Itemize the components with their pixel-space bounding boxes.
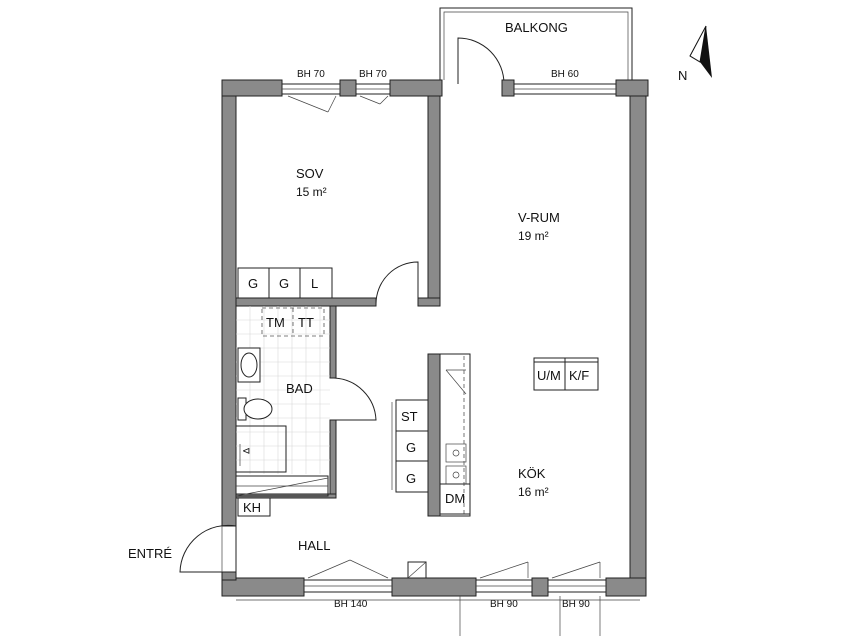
kitchen-label: KÖK — [518, 466, 546, 481]
window-label-bh70-2: BH 70 — [359, 69, 387, 80]
kitchen-area: 16 m² — [518, 485, 549, 499]
wardrobe-1-label: G — [248, 276, 258, 291]
dishwasher — [439, 483, 471, 515]
svg-text:⊲: ⊲ — [242, 446, 250, 457]
wardrobe-row — [237, 267, 333, 299]
kitchen: ST G G DM U/M K/F KÖK 16 m² — [391, 353, 599, 517]
window-bh140: BH 140 — [303, 559, 393, 610]
shower: ⊲ — [236, 425, 287, 473]
balcony-label: BALKONG — [505, 20, 568, 35]
window-label-bh90-1: BH 90 — [490, 599, 518, 610]
hall-label: HALL — [298, 538, 331, 553]
window-label-bh90-2: BH 90 — [562, 599, 590, 610]
window-bh90-left: BH 90 — [475, 561, 533, 610]
bedroom-label: SOV — [296, 166, 324, 181]
kitchen-counter — [439, 353, 471, 517]
fridge-freezer-2-label: K/F — [569, 368, 589, 383]
bedroom-area: 15 m² — [296, 185, 327, 199]
bedroom-door — [375, 261, 419, 305]
entrance-label: ENTRÉ — [128, 546, 172, 561]
living-room-label: V-RUM — [518, 210, 560, 225]
north-arrow: N — [678, 25, 712, 83]
window-label-bh70-1: BH 70 — [297, 69, 325, 80]
window-bh70-right: BH 70 — [355, 69, 391, 105]
window-bh90-right: BH 90 — [547, 561, 607, 610]
hall: HALL ENTRÉ — [128, 524, 331, 573]
bathroom-label: BAD — [286, 381, 313, 396]
north-label: N — [678, 68, 687, 83]
balcony-door — [457, 37, 505, 85]
toilet — [237, 397, 273, 421]
window-label-bh60: BH 60 — [551, 69, 579, 80]
stove-label: ST — [401, 409, 418, 424]
kitchen-cabinet-2-label: G — [406, 471, 416, 486]
wardrobe-2-label: G — [279, 276, 289, 291]
window-bh70-left: BH 70 — [281, 69, 341, 113]
fridge-freezer — [533, 357, 599, 391]
interior-walls — [235, 95, 441, 579]
bathroom: TM TT ⊲ BAD — [235, 306, 377, 497]
dryer-label: TT — [298, 315, 314, 330]
island-cabinets — [395, 399, 429, 493]
fridge-freezer-1-label: U/M — [537, 368, 561, 383]
entrance-door — [179, 524, 237, 573]
hat-rack-label: KH — [243, 500, 261, 515]
exterior-hatching — [236, 596, 640, 636]
window-bh60: BH 60 — [513, 69, 617, 95]
dishwasher-label: DM — [445, 491, 465, 506]
kitchen-cabinet-1-label: G — [406, 440, 416, 455]
bathroom-door — [333, 377, 377, 421]
bedroom: SOV 15 m² G G L — [237, 166, 419, 305]
balcony: BALKONG — [439, 7, 633, 85]
linen-label: L — [311, 276, 318, 291]
washer-label: TM — [266, 315, 285, 330]
window-label-bh140: BH 140 — [334, 599, 368, 610]
hat-rack: KH — [237, 497, 271, 517]
outer-walls — [221, 79, 649, 597]
living-room: V-RUM 19 m² — [518, 210, 560, 243]
living-room-area: 19 m² — [518, 229, 549, 243]
